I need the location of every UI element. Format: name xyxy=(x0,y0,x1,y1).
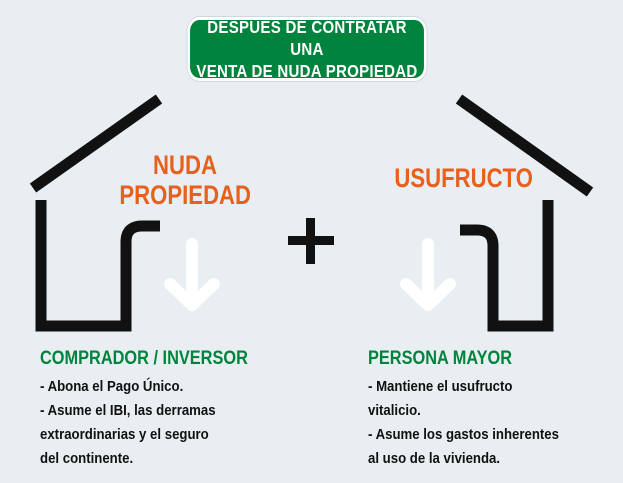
left-party-label: COMPRADOR / INVERSOR xyxy=(40,348,248,369)
left-description-line: - Abona el Pago Único. xyxy=(40,378,184,395)
right-down-arrow-icon xyxy=(400,238,456,311)
title-line-1: DESPUÉS DE CONTRATAR UNA xyxy=(207,17,407,59)
left-down-arrow-icon xyxy=(164,238,220,311)
right-description-line: vitalicio. xyxy=(368,402,421,419)
left-house-wall-icon xyxy=(35,200,160,332)
title-badge: DESPUÉS DE CONTRATAR UNA VENTA DE NUDA P… xyxy=(187,17,427,81)
left-description: - Abona el Pago Único. - Asume el IBI, l… xyxy=(40,375,216,471)
right-description: - Mantiene el usufructo vitalicio. - Asu… xyxy=(368,375,559,471)
left-heading-line-1: NUDA xyxy=(153,150,217,180)
right-description-line: - Mantiene el usufructo xyxy=(368,378,513,395)
left-description-line: - Asume el IBI, las derramas xyxy=(40,402,216,419)
plus-icon xyxy=(288,218,334,264)
right-description-line: al uso de la vivienda. xyxy=(368,450,501,467)
left-description-line: extraordinarias y el seguro xyxy=(40,426,209,443)
right-house-roof xyxy=(455,94,594,197)
right-party-label: PERSONA MAYOR xyxy=(368,348,513,369)
left-description-line: del continente. xyxy=(40,450,134,467)
right-heading: USUFRUCTO xyxy=(394,163,533,193)
right-house-wall-icon xyxy=(460,200,554,332)
right-description-line: - Asume los gastos inherentes xyxy=(368,426,559,443)
left-heading: NUDA PROPIEDAD xyxy=(119,150,252,210)
left-house-roof xyxy=(29,94,163,193)
left-heading-line-2: PROPIEDAD xyxy=(119,180,252,210)
title-line-2: VENTA DE NUDA PROPIEDAD xyxy=(196,61,418,81)
